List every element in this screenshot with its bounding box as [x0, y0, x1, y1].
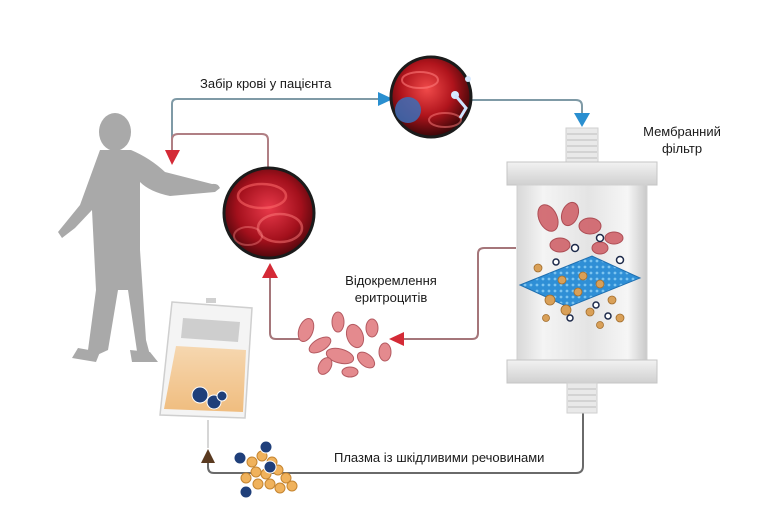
flow-line-separated-to-rbc-circle	[269, 276, 300, 340]
brown-arrow-up-icon	[201, 449, 215, 463]
label-membrane-filter-line2: фільтр	[661, 141, 703, 156]
plasma-toxins-cluster	[233, 440, 298, 499]
waste-bag	[159, 298, 253, 419]
flow-line-filter-to-separation	[400, 247, 516, 340]
flow-line-rbc-to-patient	[171, 133, 269, 170]
red-arrow-down-icon	[165, 150, 180, 165]
flow-line-sample-to-filter	[470, 99, 583, 114]
flow-line-patient-to-sample	[171, 98, 390, 158]
blue-arrow-down-icon	[574, 113, 590, 127]
label-rbc-separation: Відокремлення еритроцитів	[336, 272, 446, 306]
label-blood-draw: Забір крові у пацієнта	[200, 76, 332, 91]
toxin-particles-in-bag	[191, 386, 228, 410]
label-rbc-separation-line2: еритроцитів	[354, 290, 428, 305]
separated-erythrocytes	[297, 311, 392, 378]
membrane-filter	[506, 127, 658, 414]
red-arrow-up-icon	[262, 263, 278, 278]
blood-sample-circle	[389, 55, 473, 139]
label-membrane-filter-line1: Мембранний	[643, 124, 721, 139]
red-arrow-left-icon	[389, 332, 404, 346]
patient-silhouette	[58, 113, 220, 362]
label-plasma-toxins: Плазма із шкідливими речовинами	[334, 450, 545, 465]
label-rbc-separation-line1: Відокремлення	[345, 273, 437, 288]
label-membrane-filter: Мембранний фільтр	[637, 123, 727, 157]
blue-arrow-right-icon	[378, 92, 393, 106]
flow-line-plasma-to-bag	[207, 412, 584, 474]
rbc-return-circle	[222, 166, 316, 260]
